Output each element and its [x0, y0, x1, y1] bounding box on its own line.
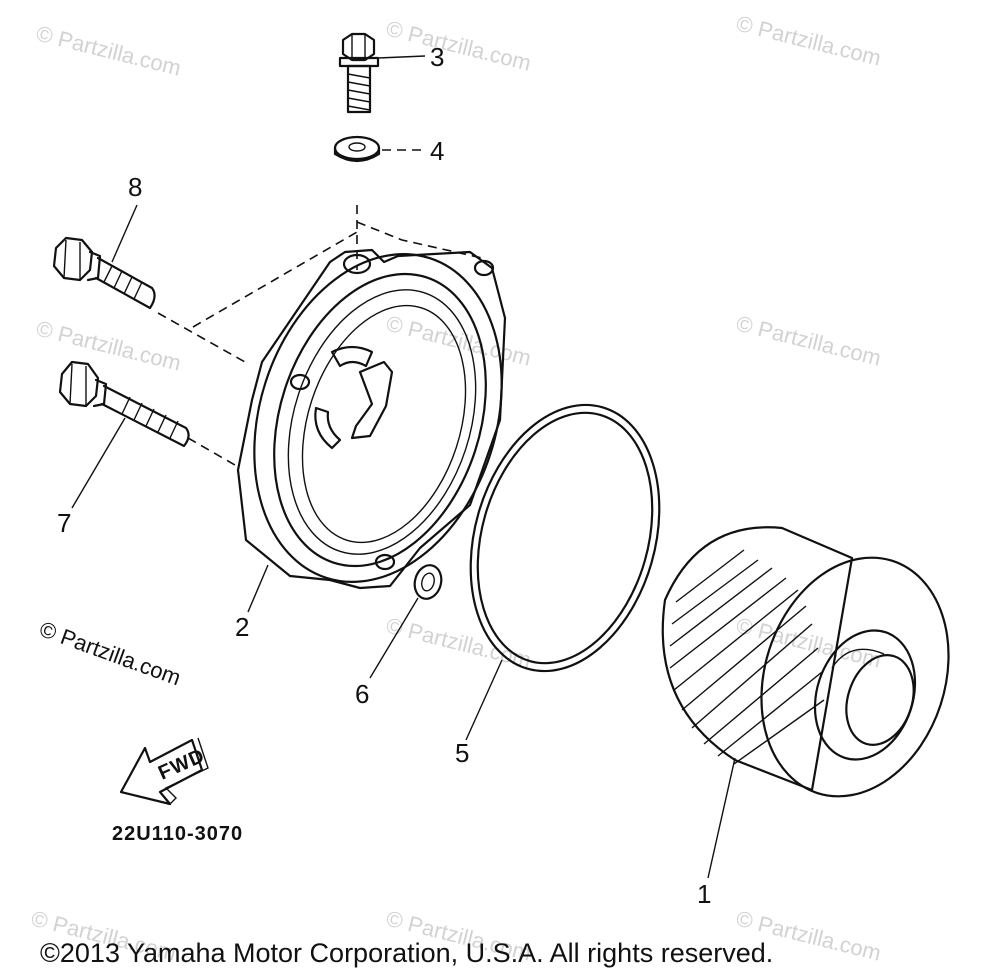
leader-5 [465, 659, 503, 741]
callout-1: 1 [697, 879, 711, 909]
leader-1 [707, 757, 736, 879]
leader-7 [71, 417, 126, 509]
part-6-small-o-ring-icon [413, 564, 443, 600]
fwd-label: FWD [155, 745, 208, 785]
fwd-arrow-icon: FWD [119, 737, 209, 806]
callout-3: 3 [430, 42, 444, 72]
leader-6 [369, 597, 419, 679]
watermark: © Partzilla.com [34, 316, 184, 376]
assembly-lines [157, 205, 483, 466]
callout-8: 8 [128, 172, 142, 202]
part-4-washer-icon [333, 135, 381, 163]
watermark: © Partzilla.com [384, 613, 534, 673]
part-3-bolt-icon [338, 32, 380, 114]
callout-4: 4 [430, 136, 444, 166]
diagram-code: 22U110-3070 [112, 823, 243, 845]
part-7-bolt-icon [58, 360, 190, 448]
callout-2: 2 [235, 612, 249, 642]
callout-5: 5 [455, 738, 469, 768]
watermark-prominent: © Partzilla.com [36, 616, 184, 690]
leader-2 [247, 564, 269, 613]
watermark: © Partzilla.com [734, 311, 884, 371]
part-2-filter-cover-icon [236, 248, 507, 590]
callout-7: 7 [57, 508, 71, 538]
leader-3 [377, 55, 426, 59]
copyright-notice: ©2013 Yamaha Motor Corporation, U.S.A. A… [40, 938, 773, 968]
part-8-bolt-icon [52, 236, 156, 310]
part-5-large-o-ring-icon [469, 403, 661, 673]
part-1-oil-filter-icon [661, 526, 950, 798]
watermark: © Partzilla.com [384, 311, 534, 371]
watermark: © Partzilla.com [734, 11, 884, 71]
watermark: © Partzilla.com [384, 16, 534, 76]
watermark: © Partzilla.com [734, 613, 884, 673]
leader-8 [111, 204, 138, 263]
callout-6: 6 [355, 679, 369, 709]
watermark: © Partzilla.com [34, 21, 184, 81]
